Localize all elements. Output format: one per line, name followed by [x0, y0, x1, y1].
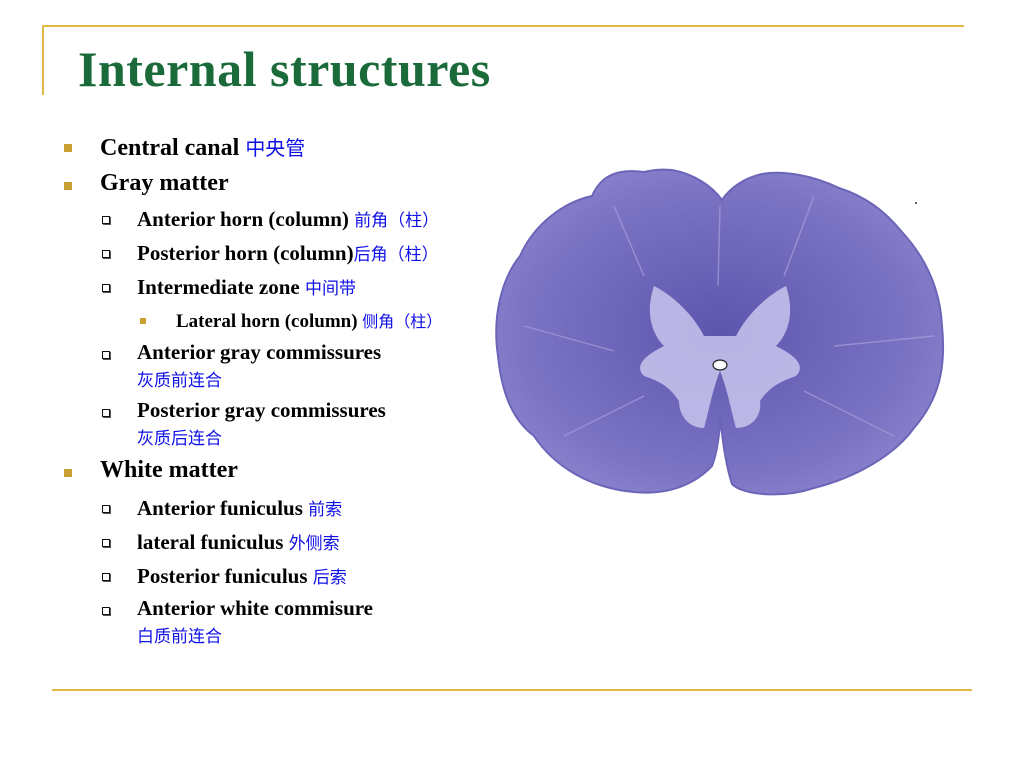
- spinal-cord-cross-section-image: [495, 168, 945, 496]
- item-anterior-gray-commissures: Anterior gray commissures: [137, 340, 382, 364]
- hollow-square-bullet-icon: [102, 216, 110, 224]
- hollow-square-bullet-icon: [102, 284, 110, 292]
- item-anterior-gray-commissures-cn: 灰质前连合: [137, 371, 222, 391]
- bullet-square-icon: [64, 469, 72, 477]
- bullet-square-icon: [64, 144, 72, 152]
- item-lateral-horn: Lateral horn (column) 侧角（柱）: [176, 311, 443, 332]
- item-lateral-funiculus: lateral funiculus 外侧索: [137, 530, 340, 554]
- white-matter-region: [495, 168, 945, 496]
- frame-left-line: [42, 25, 44, 95]
- item-anterior-white-commissure-cn: 白质前连合: [137, 627, 222, 647]
- gray-matter-region: [640, 286, 800, 428]
- item-central-canal: Central canal 中央管: [100, 135, 306, 161]
- hollow-square-bullet-icon: [102, 250, 110, 258]
- hollow-square-bullet-icon: [102, 607, 110, 615]
- item-posterior-gray-commissures: Posterior gray commissures: [137, 398, 386, 422]
- item-anterior-white-commissure: Anterior white commisure: [137, 596, 374, 620]
- item-posterior-funiculus: Posterior funiculus 后索: [137, 564, 347, 588]
- item-intermediate-zone: Intermediate zone 中间带: [137, 275, 356, 299]
- hollow-square-bullet-icon: [102, 409, 110, 417]
- hollow-square-bullet-icon: [102, 505, 110, 513]
- bullet-square-icon: [64, 182, 72, 190]
- item-anterior-horn: Anterior horn (column) 前角（柱）: [137, 207, 440, 231]
- slide-title: Internal structures: [78, 41, 491, 97]
- hollow-square-bullet-icon: [102, 351, 110, 359]
- bullet-square-icon: [140, 318, 146, 324]
- item-gray-matter: Gray matter: [100, 170, 229, 196]
- speck-dot: [915, 202, 917, 204]
- frame-bottom-line: [52, 689, 972, 691]
- item-posterior-horn: Posterior horn (column)后角（柱）: [137, 241, 439, 265]
- hollow-square-bullet-icon: [102, 539, 110, 547]
- item-posterior-gray-commissures-cn: 灰质后连合: [137, 429, 222, 449]
- item-anterior-funiculus: Anterior funiculus 前索: [137, 496, 343, 520]
- item-white-matter: White matter: [100, 457, 238, 483]
- frame-top-line: [42, 25, 964, 27]
- central-canal-marker: [712, 359, 728, 371]
- hollow-square-bullet-icon: [102, 573, 110, 581]
- septa-lines: [523, 195, 935, 437]
